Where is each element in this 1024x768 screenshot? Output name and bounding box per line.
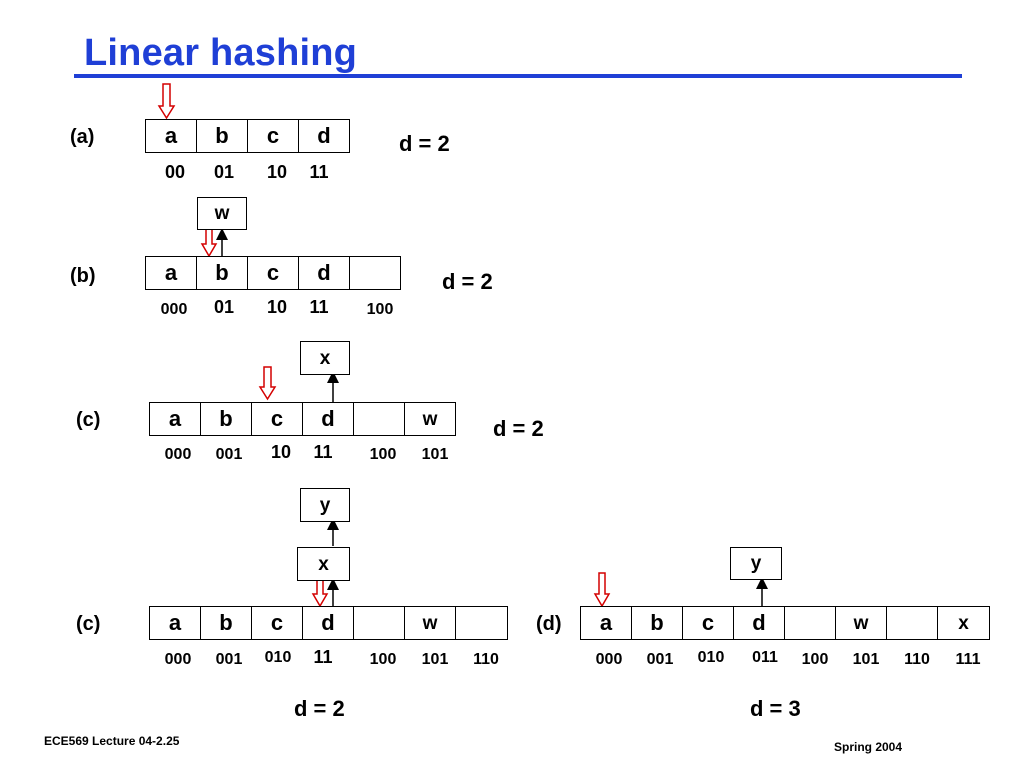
bucket-index: 100 (369, 651, 397, 668)
bucket-cell: b (200, 402, 252, 436)
bucket-cell: w (835, 606, 887, 640)
bucket-cell: a (145, 119, 197, 153)
bucket-index: 110 (473, 651, 499, 668)
overflow-bucket: x (300, 341, 350, 375)
bucket-cell (353, 606, 405, 640)
bucket-cell: c (251, 402, 303, 436)
bucket-cell: d (298, 119, 350, 153)
depth-label: d = 2 (442, 269, 493, 294)
bucket-index: 11 (313, 647, 333, 667)
bucket-cell: w (404, 606, 456, 640)
depth-label: d = 2 (294, 696, 345, 721)
bucket-index: 000 (164, 446, 192, 463)
split-pointer-a (157, 83, 176, 120)
split-pointer-c1 (258, 366, 277, 401)
bucket-cell (455, 606, 508, 640)
bucket-cell (353, 402, 405, 436)
bucket-index: 000 (160, 301, 188, 318)
bucket-index: 010 (697, 649, 725, 666)
bucket-index: 10 (266, 297, 288, 317)
bucket-index: 11 (309, 297, 329, 317)
bucket-cell: b (196, 256, 248, 290)
bucket-index: 001 (646, 651, 674, 668)
bucket-index: 01 (213, 162, 235, 182)
footer-term: Spring 2004 (834, 740, 903, 754)
bucket-cell: a (580, 606, 632, 640)
bucket-cell: a (145, 256, 197, 290)
bucket-cell: b (196, 119, 248, 153)
bucket-index: 10 (266, 162, 288, 182)
bucket-cell (784, 606, 836, 640)
overflow-bucket: x (297, 547, 350, 581)
panel-c-label: (c) (76, 613, 101, 635)
panel-d-label: (d) (536, 613, 562, 635)
bucket-cell: c (251, 606, 303, 640)
bucket-cell: a (149, 402, 201, 436)
bucket-cell: d (733, 606, 785, 640)
depth-label: d = 3 (750, 696, 801, 721)
panel-a-label: (a) (70, 126, 95, 148)
overflow-bucket: y (300, 488, 350, 522)
split-pointer-d (593, 572, 611, 608)
panel-b-label: (b) (70, 265, 96, 287)
bucket-index: 000 (164, 651, 192, 668)
bucket-cell: c (247, 119, 299, 153)
bucket-cell: c (682, 606, 734, 640)
bucket-cell (349, 256, 401, 290)
bucket-index: 10 (270, 442, 292, 462)
bucket-cell: b (631, 606, 683, 640)
bucket-cell: b (200, 606, 252, 640)
panel-c-label: (c) (76, 409, 101, 431)
bucket-index: 11 (309, 162, 329, 182)
bucket-cell (886, 606, 938, 640)
title-underline (74, 74, 962, 78)
bucket-index: 010 (264, 649, 292, 666)
bucket-cell: d (302, 402, 354, 436)
bucket-cell: d (302, 606, 354, 640)
bucket-index: 100 (366, 301, 394, 318)
bucket-index: 101 (421, 651, 449, 668)
depth-label: d = 2 (399, 131, 450, 156)
bucket-cell: c (247, 256, 299, 290)
bucket-index: 111 (955, 651, 981, 668)
footer-lecture: ECE569 Lecture 04-2.25 (44, 734, 180, 748)
bucket-index: 001 (215, 446, 243, 463)
bucket-index: 110 (904, 651, 930, 668)
bucket-index: 00 (164, 162, 186, 182)
overflow-bucket: y (730, 547, 782, 580)
bucket-index: 000 (595, 651, 623, 668)
bucket-index: 01 (213, 297, 235, 317)
overflow-bucket: w (197, 197, 247, 230)
bucket-index: 101 (421, 446, 449, 463)
page-title: Linear hashing (84, 32, 358, 74)
bucket-index: 011 (752, 649, 778, 666)
bucket-index: 100 (801, 651, 829, 668)
bucket-cell: d (298, 256, 350, 290)
bucket-cell: w (404, 402, 456, 436)
bucket-cell: x (937, 606, 990, 640)
bucket-index: 101 (852, 651, 880, 668)
bucket-index: 100 (369, 446, 397, 463)
depth-label: d = 2 (493, 416, 544, 441)
bucket-index: 001 (215, 651, 243, 668)
bucket-index: 11 (313, 442, 333, 462)
bucket-cell: a (149, 606, 201, 640)
